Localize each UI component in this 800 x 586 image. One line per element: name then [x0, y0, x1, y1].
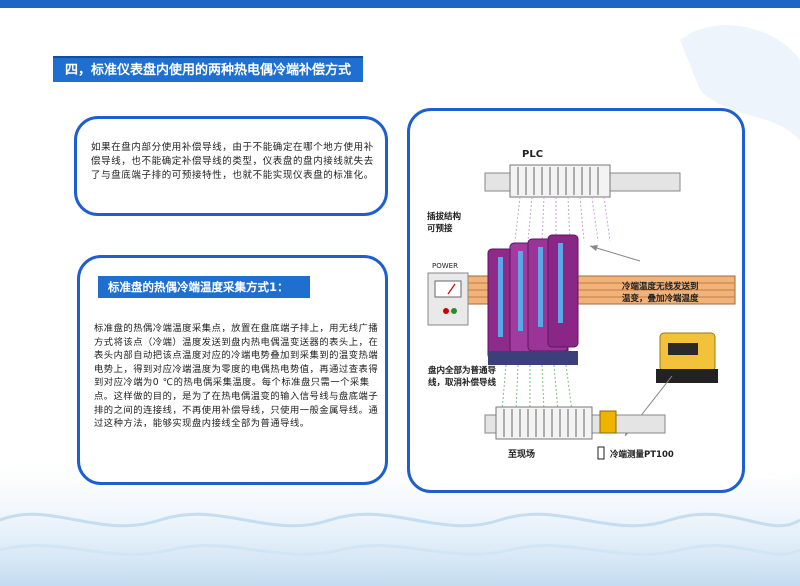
cold-end-label-line2: 温变，叠加冷端温度 [622, 293, 699, 304]
top-accent-bar [0, 0, 800, 8]
plc-label: PLC [522, 149, 543, 160]
transmitter-base [656, 369, 718, 383]
pt100-label: 冷端测量PT100 [610, 449, 674, 460]
pt100-sensor [599, 410, 617, 434]
to-field-label: 至现场 [508, 448, 535, 460]
diagram-panel: PLC 插拔结构 可预接 POWER [407, 108, 745, 493]
plc-terminal-block [509, 164, 611, 198]
plug-label-line2: 可预接 [427, 223, 453, 234]
intro-panel: 如果在盘内部分使用补偿导线，由于不能确定在哪个地方使用补偿导线，也不能确定补偿导… [74, 116, 388, 216]
method-title: 标准盘的热偶冷端温度采集方式1： [98, 276, 310, 298]
pt100-icon [597, 446, 605, 460]
intro-text: 如果在盘内部分使用补偿导线，由于不能确定在哪个地方使用补偿导线，也不能确定补偿导… [91, 142, 374, 181]
method-text: 标准盘的热偶冷端温度采集点，放置在盘底端子排上，用无线广播方式将该点（冷端）温度… [94, 323, 379, 430]
power-meter-icon [434, 280, 462, 298]
thermocouple-wiring-diagram: PLC 插拔结构 可预接 POWER [427, 149, 736, 460]
inner-wiring-label-line1: 盘内全部为普通导 [428, 365, 497, 376]
cold-end-label-line1: 冷端温度无线发送到 [622, 281, 699, 292]
inner-wiring-label-line2: 线，取消补偿导线 [428, 377, 497, 388]
plug-label-line1: 插拔结构 [427, 211, 462, 222]
method-panel: 标准盘的热偶冷端温度采集方式1： 标准盘的热偶冷端温度采集点，放置在盘底端子排上… [77, 255, 388, 485]
section-title: 四，标准仪表盘内使用的两种热电偶冷端补偿方式 [53, 56, 363, 82]
module-base [488, 351, 578, 365]
power-label: POWER [432, 262, 458, 270]
